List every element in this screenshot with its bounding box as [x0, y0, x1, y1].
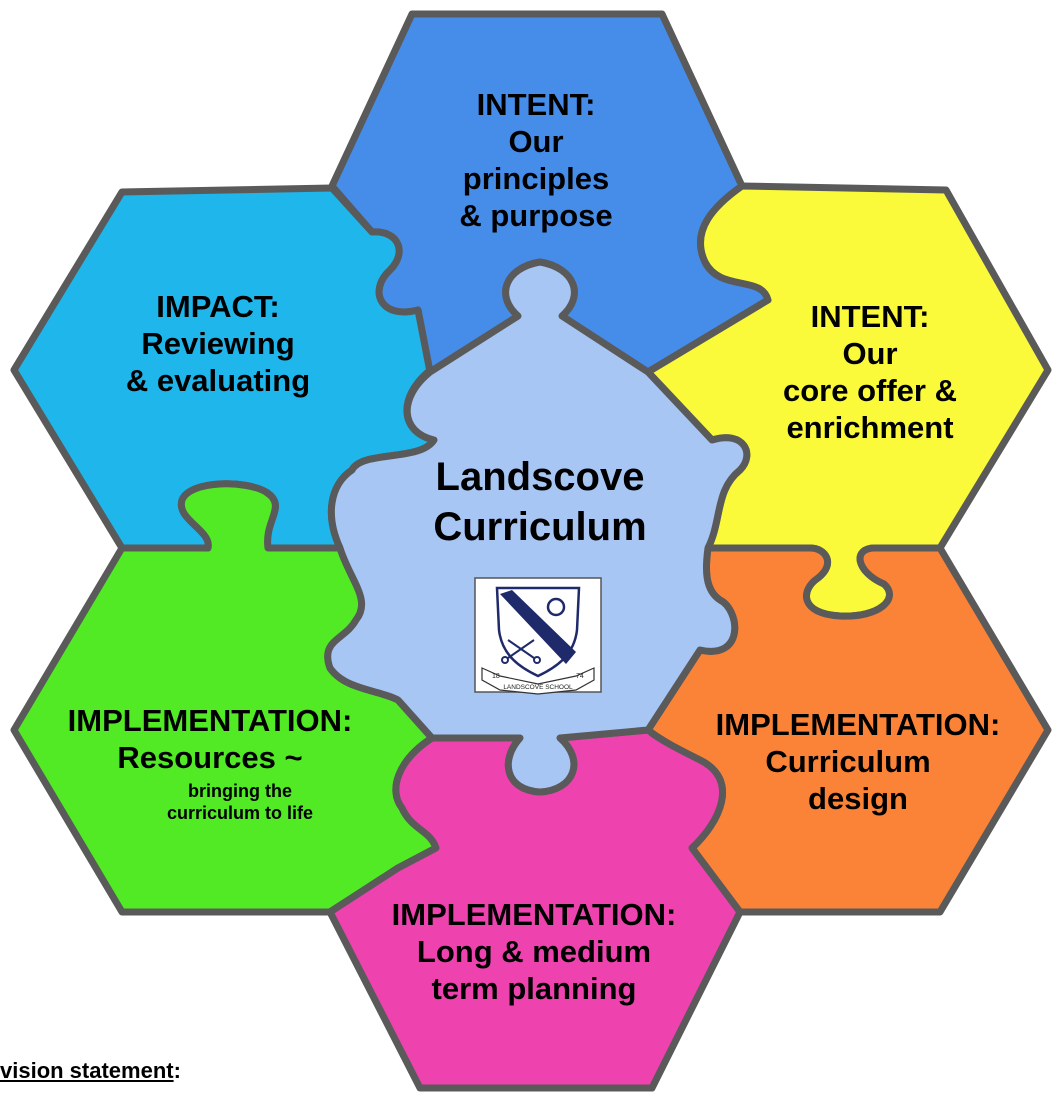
vision-statement-heading: vision statement:	[0, 1058, 181, 1084]
label-line: core offer &	[783, 373, 957, 408]
label-line: Long & medium	[416, 934, 652, 969]
center-line: Curriculum	[433, 505, 647, 549]
label-line: Resources ~	[117, 740, 303, 775]
label-line: Curriculum	[765, 744, 931, 779]
crest-motto: LANDSCOVE SCHOOL	[503, 684, 573, 691]
label-line: INTENT:	[476, 87, 596, 122]
vision-statement-label: vision statement	[0, 1058, 174, 1083]
label-line: INTENT:	[810, 299, 930, 334]
label-line: IMPLEMENTATION:	[67, 703, 353, 738]
label-impl-planning: IMPLEMENTATION: Long & medium term plann…	[356, 896, 712, 1007]
label-line: IMPLEMENTATION:	[391, 897, 677, 932]
label-intent-principles: INTENT: Our principles & purpose	[436, 86, 636, 234]
label-impact: IMPACT: Reviewing & evaluating	[100, 288, 336, 399]
crest-year-right: 74	[576, 673, 584, 680]
label-line: Reviewing	[141, 326, 295, 361]
label-intent-core: INTENT: Our core offer & enrichment	[752, 298, 988, 446]
school-crest: 18 74 LANDSCOVE SCHOOL	[474, 577, 602, 695]
label-line: IMPLEMENTATION:	[715, 707, 1001, 742]
label-impl-resources: IMPLEMENTATION: Resources ~	[20, 702, 400, 776]
label-line: Our	[508, 124, 564, 159]
label-impl-design: IMPLEMENTATION: Curriculum design	[680, 706, 1036, 817]
crest-bend	[500, 590, 576, 664]
label-line: principles	[462, 161, 610, 196]
label-line: curriculum to life	[166, 803, 314, 823]
crest-year-left: 18	[492, 673, 500, 680]
label-line: bringing the	[188, 781, 292, 801]
center-line: Landscove	[435, 455, 645, 499]
label-impl-resources-sub: bringing the curriculum to life	[120, 780, 360, 824]
label-line: enrichment	[786, 410, 954, 445]
crest-keys-icon	[501, 639, 541, 664]
crest-banner	[481, 667, 595, 695]
label-line: & purpose	[459, 198, 613, 233]
label-center: Landscove Curriculum	[400, 452, 680, 552]
label-line: Our	[842, 336, 898, 371]
piece-center	[324, 258, 751, 796]
label-line: & evaluating	[125, 363, 311, 398]
label-line: IMPACT:	[156, 289, 280, 324]
label-line: term planning	[431, 971, 637, 1006]
label-line: design	[808, 781, 908, 816]
vision-statement-colon: :	[173, 1058, 181, 1083]
crest-ring-icon	[546, 597, 566, 617]
